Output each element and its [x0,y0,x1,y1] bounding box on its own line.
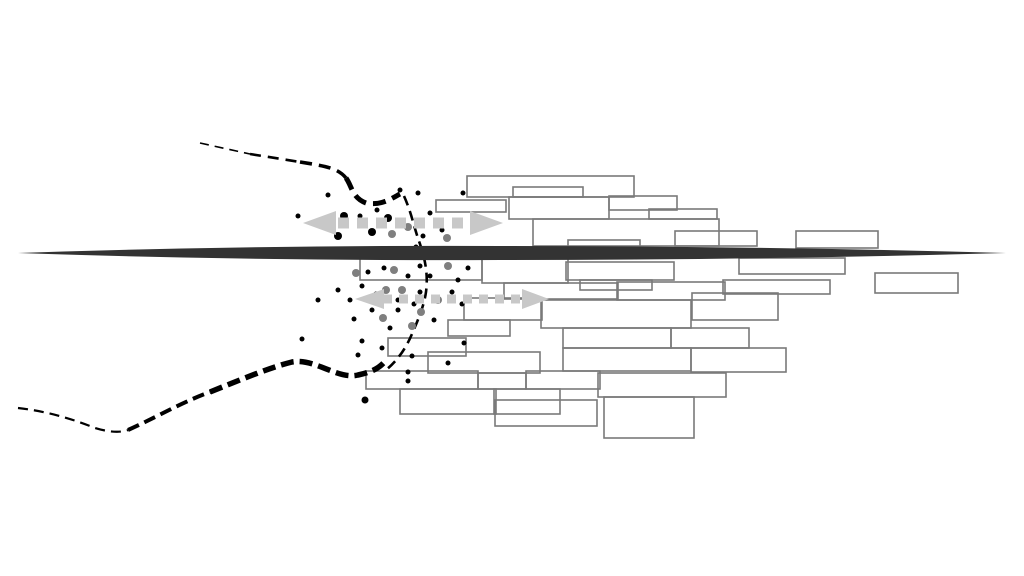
block [427,351,541,374]
particle [409,353,415,359]
particle [460,190,466,196]
particle [461,340,467,346]
block [359,257,483,281]
block [795,230,879,249]
particle [368,228,376,236]
block [562,327,672,349]
block [399,388,497,415]
particle [415,190,421,196]
particle [417,289,423,295]
particle [374,207,380,213]
particle [439,227,445,233]
particle [427,273,433,279]
particle [420,233,426,239]
particle [443,234,451,242]
particle [449,289,455,295]
block [562,347,692,372]
particle [361,396,369,404]
particle [465,265,471,271]
block [508,196,610,220]
block [525,370,601,390]
particle [408,322,416,330]
block [874,272,959,294]
particle [355,352,361,358]
particle [427,210,433,216]
particle [417,308,425,316]
particle [390,266,398,274]
particle [351,316,357,322]
particle [325,192,331,198]
particle [405,369,411,375]
block [690,347,787,373]
block [540,299,692,329]
particle [295,213,301,219]
particle [369,307,375,313]
double-headed-arrow-icon [303,211,503,235]
particle [444,262,452,270]
particle [445,360,451,366]
particle [365,269,371,275]
block [691,292,779,321]
block [493,388,561,415]
block [503,282,619,300]
horizontal-blade-icon [18,245,1006,261]
particle [387,325,393,331]
block-stack [359,175,959,439]
block [481,257,569,284]
particle [335,287,341,293]
double-headed-arrow-icon [355,289,549,309]
block [738,257,846,275]
particle [388,230,396,238]
particle [405,378,411,384]
block [494,399,598,427]
block [435,199,507,213]
block [579,279,653,291]
block [597,372,727,398]
vertical-boundary-line [385,195,429,371]
particle [359,338,365,344]
block [608,195,678,211]
particle [397,187,403,193]
block [532,218,720,247]
particle [381,265,387,271]
block [565,261,675,281]
particle [398,286,406,294]
block [670,327,750,349]
block [447,319,511,337]
block [674,230,758,247]
block [512,186,584,198]
particle [379,345,385,351]
lower-boundary-line [17,358,389,433]
block [722,279,831,295]
particle [347,297,353,303]
particle [417,263,423,269]
particle [405,273,411,279]
particle [352,269,360,277]
particle [395,307,401,313]
particle [299,336,305,342]
block [616,281,726,301]
particle [379,314,387,322]
particle [455,277,461,283]
particle [315,297,321,303]
particle [357,213,363,219]
particle [431,317,437,323]
block [387,337,467,357]
block [477,372,527,390]
particle [359,283,365,289]
upper-boundary-line [199,142,402,207]
block [603,396,695,439]
